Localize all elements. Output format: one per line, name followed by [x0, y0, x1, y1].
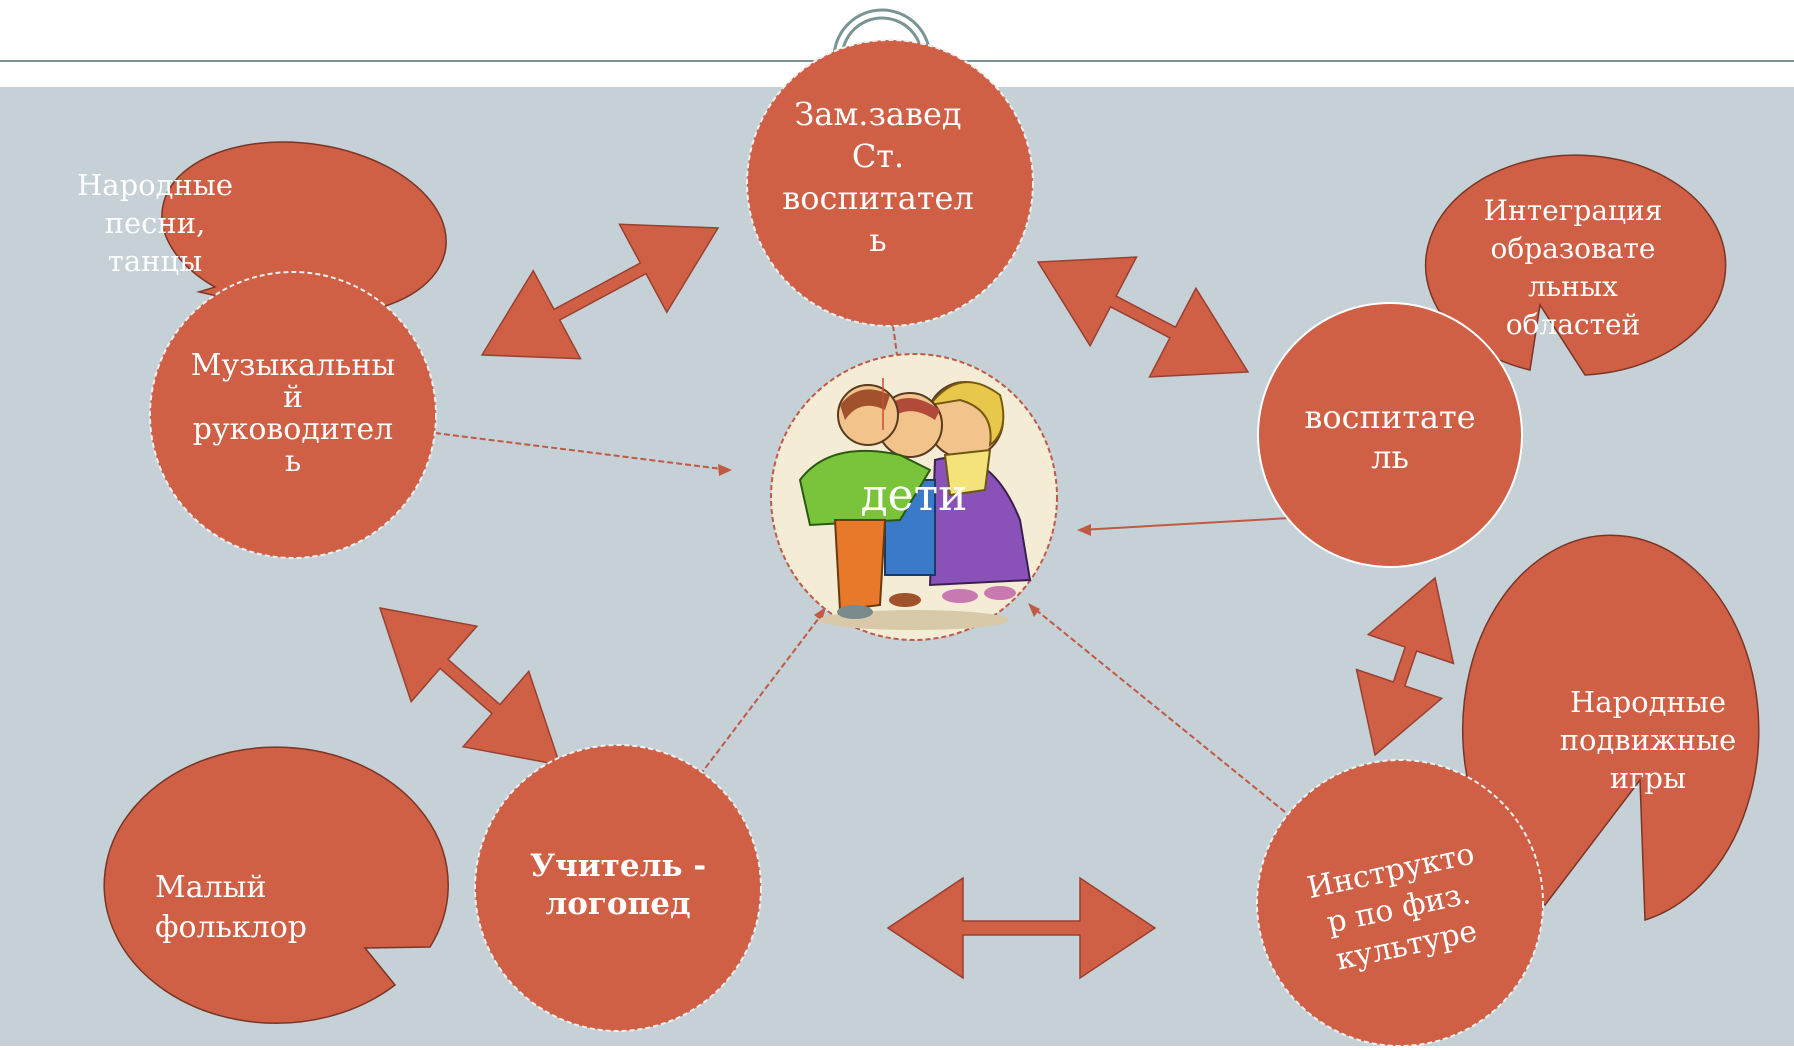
label-line: игры: [1610, 761, 1686, 795]
label-line: воспитател: [782, 179, 974, 217]
arrow-speech-pe: [886, 876, 1157, 980]
speech-therapist-label: Учитель -логопед: [530, 848, 706, 922]
label-line: подвижные: [1560, 723, 1737, 757]
label-line: Интеграция: [1484, 194, 1663, 227]
label-line: Народные: [1570, 685, 1726, 719]
connector-lines: [434, 324, 1291, 813]
callout-folk-games: [1462, 534, 1760, 922]
small-folklore-label: Малый фольклор: [155, 870, 307, 945]
link-pe-to-center: [1029, 604, 1286, 813]
link-speech-to-center: [699, 609, 826, 776]
node-children[interactable]: [770, 353, 1058, 641]
label-line: ь: [869, 221, 886, 259]
label-line: руководител: [193, 412, 394, 447]
label-line: образовате: [1491, 232, 1656, 265]
label-line: льных: [1528, 270, 1618, 303]
label-line: логопед: [545, 886, 690, 922]
callout-small-folklore: [103, 746, 449, 1024]
label-line: фольклор: [155, 910, 307, 945]
label-line: ль: [1371, 438, 1409, 476]
label-line: ь: [285, 444, 301, 479]
label-line: Ст.: [852, 137, 904, 175]
link-music-to-center: [434, 432, 731, 471]
children-illustration-icon: [798, 378, 1032, 630]
link-educator-to-center: [1079, 517, 1291, 531]
link-deputy-to-center: [892, 324, 898, 356]
label-line: песни,: [105, 206, 206, 240]
folk-games-label: Народные подвижные игры: [1560, 685, 1737, 795]
node-educator[interactable]: [1257, 302, 1523, 568]
label-line: Зам.завед: [794, 95, 961, 133]
label-line: Учитель -: [530, 848, 706, 884]
label-line: й: [283, 380, 303, 415]
center-label: дети: [861, 470, 968, 521]
node-deputy-head[interactable]: [746, 39, 1034, 327]
arrow-educator-pe: [1355, 576, 1455, 757]
label-line: воспитате: [1304, 398, 1475, 436]
label-line: Музыкальны: [191, 348, 396, 383]
node-speech-therapist[interactable]: [474, 744, 762, 1032]
label-line: танцы: [108, 244, 202, 278]
label-line: Малый: [155, 870, 267, 905]
callout-integration: [1424, 154, 1727, 376]
folk-songs-label: Народные песни, танцы: [77, 168, 233, 278]
node-music-director[interactable]: [149, 271, 437, 559]
label-line: Народные: [77, 168, 233, 202]
arrow-music-deputy: [480, 223, 720, 360]
label-line: областей: [1506, 308, 1641, 341]
integration-label: Интеграция образовате льных областей: [1484, 194, 1663, 341]
arrow-deputy-educator: [1036, 256, 1250, 378]
